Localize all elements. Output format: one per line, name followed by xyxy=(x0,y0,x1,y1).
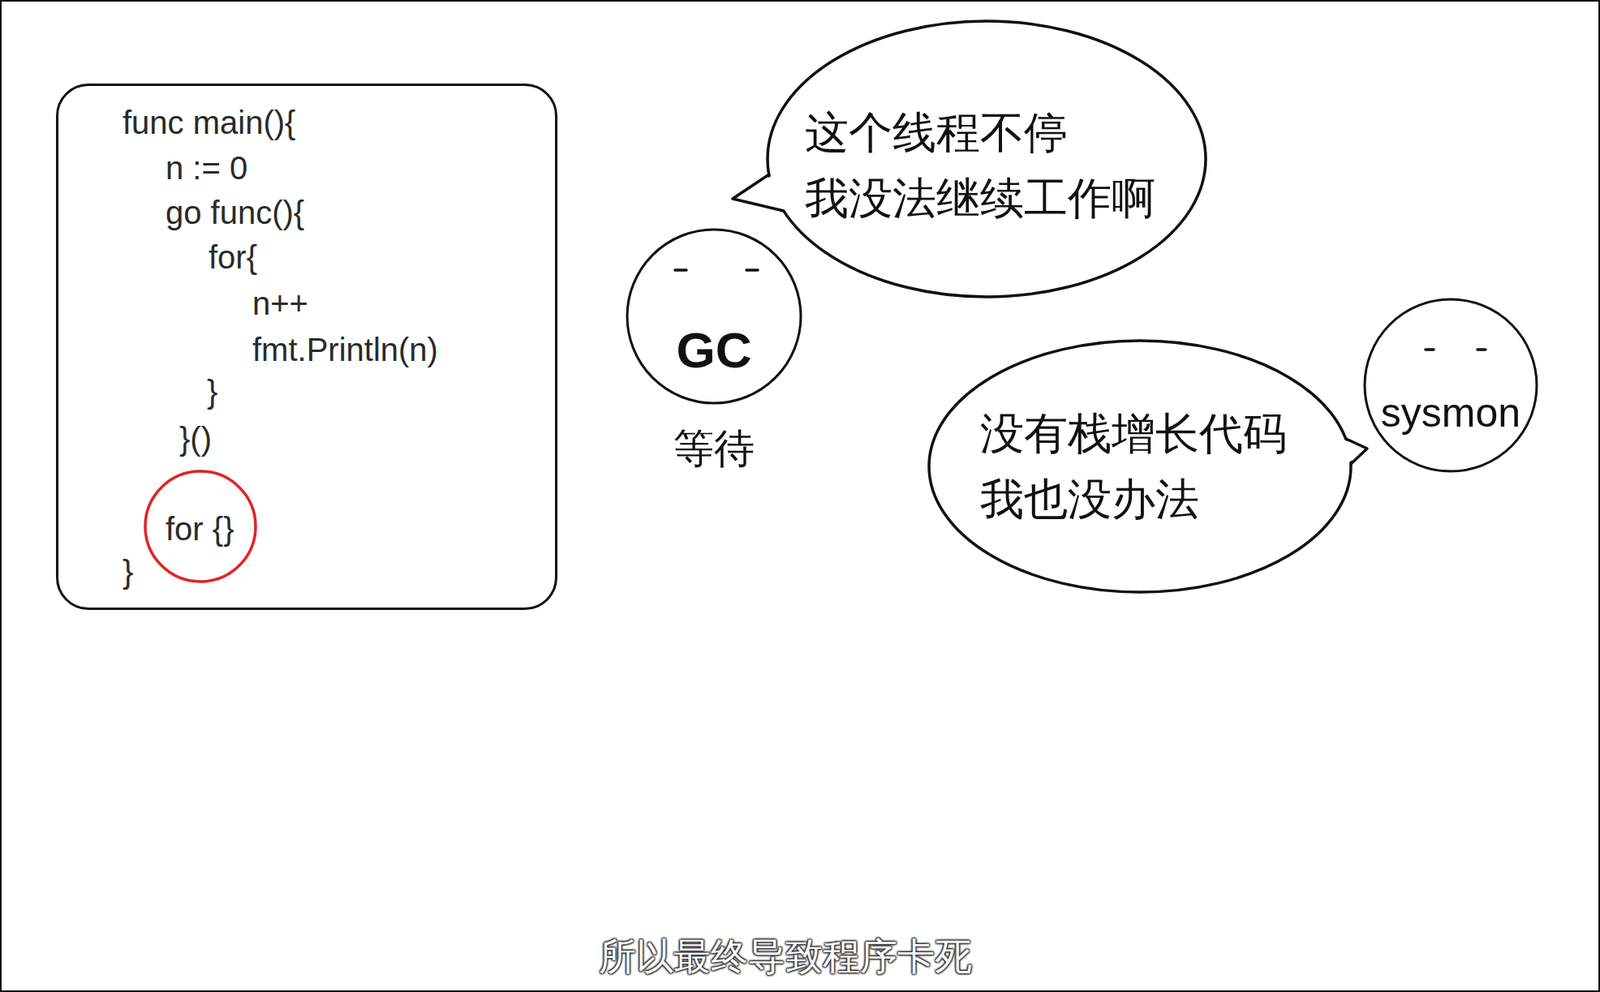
code-line: n++ xyxy=(252,285,309,323)
code-line: for {} xyxy=(165,511,235,548)
face-circle xyxy=(627,229,801,404)
bubble-tail xyxy=(732,174,784,211)
status-label: 等待 xyxy=(673,421,755,477)
face-circle xyxy=(1364,299,1537,472)
face-eye xyxy=(746,268,758,272)
speech-text: 没有栈增长代码 我也没办法 xyxy=(980,400,1300,533)
code-line: n := 0 xyxy=(165,150,248,187)
circle-outline xyxy=(1363,297,1539,474)
highlight-circle xyxy=(145,471,256,582)
subtitle-caption: 所以最终导致程序卡死 xyxy=(598,932,973,983)
face-eye xyxy=(1477,348,1486,352)
speech-bubble: 没有栈增长代码 我也没办法 xyxy=(920,336,1376,597)
bubble-tail-fill xyxy=(1341,438,1368,465)
character-name: sysmon xyxy=(1380,389,1521,437)
code-line: go func(){ xyxy=(165,194,305,232)
character-circle: sysmon xyxy=(1363,297,1539,474)
face-eye xyxy=(675,268,687,272)
bubble-tail-fill xyxy=(732,174,789,211)
bubble-ellipse xyxy=(767,21,1206,297)
bubble-outline xyxy=(726,16,1213,305)
code-line: } xyxy=(122,554,134,591)
code-line: }() xyxy=(179,421,212,458)
character-circle: GC等待 xyxy=(625,227,803,405)
code-box: func main(){ n := 0 go func(){ for{ n++ fmt.P… xyxy=(55,83,558,611)
code-line: fmt.Println(n) xyxy=(252,331,439,369)
speech-text: 这个线程不停 我没法继续工作啊 xyxy=(804,99,1169,232)
face-eye xyxy=(1425,348,1434,352)
character-name: GC xyxy=(676,321,753,379)
circle-outline xyxy=(625,227,803,405)
code-line: } xyxy=(206,374,218,411)
bubble-ellipse xyxy=(929,340,1351,593)
speech-bubble: 这个线程不停 我没法继续工作啊 xyxy=(726,16,1213,305)
bubble-outline xyxy=(920,336,1376,597)
bubble-tail xyxy=(1346,438,1368,465)
code-line: func main(){ xyxy=(122,104,296,142)
code-line: for{ xyxy=(208,239,258,276)
